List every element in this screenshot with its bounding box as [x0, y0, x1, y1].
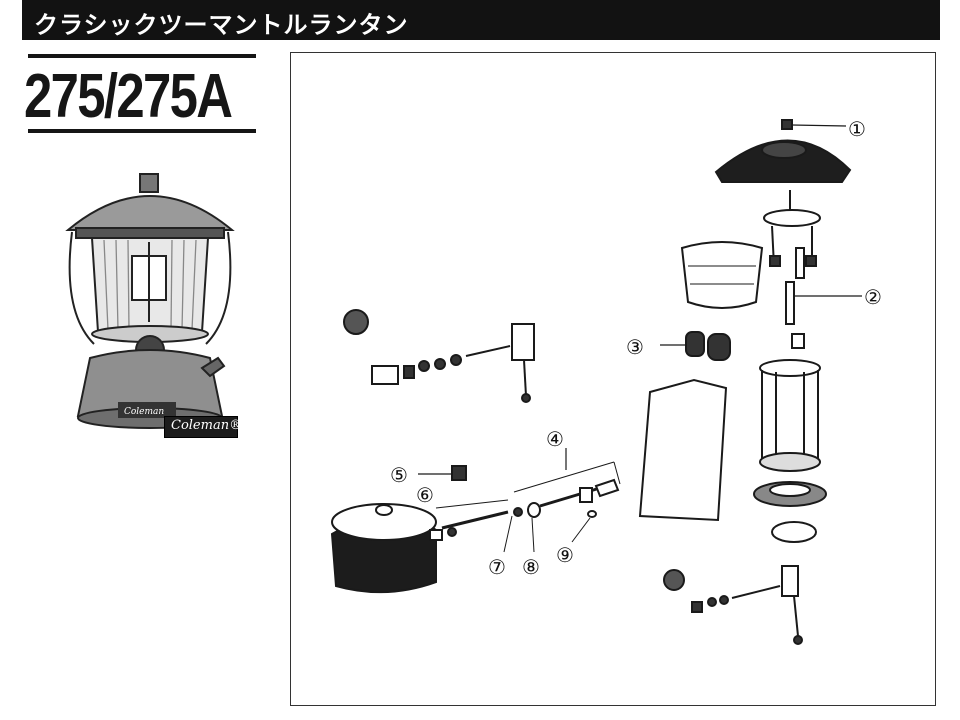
hood-nut: [139, 173, 159, 193]
brand-plate: Coleman: [118, 402, 176, 418]
part-leather-cup: [527, 502, 541, 518]
part-valve-upper-left: [343, 309, 535, 403]
part-pump-tube: [435, 499, 509, 537]
part-bail: [638, 378, 728, 522]
parts-diagram-frame: [290, 52, 936, 706]
part-o-ring: [587, 510, 597, 518]
part-ring: [771, 521, 817, 543]
model-rule-bottom: [28, 129, 256, 133]
lantern-hood: [65, 195, 235, 231]
callout-7: ⑦: [488, 555, 506, 579]
part-collar: [753, 481, 827, 507]
coleman-badge: Coleman®: [164, 416, 242, 438]
svg-text:Coleman: Coleman: [124, 407, 164, 417]
bail-left: [68, 231, 95, 345]
part-valve-lower-right: [663, 565, 803, 645]
callout-1: ①: [848, 117, 866, 141]
part-burner-nut: [791, 333, 805, 349]
model-rule-top: [28, 54, 256, 58]
callout-3: ③: [626, 335, 644, 359]
callout-8: ⑧: [522, 555, 540, 579]
callout-4: ④: [546, 427, 564, 451]
title-bar: クラシックツーマントルランタン: [22, 0, 940, 40]
bail-right: [205, 231, 232, 345]
part-washer: [513, 507, 523, 517]
callout-2: ②: [864, 285, 882, 309]
callout-9: ⑨: [556, 543, 574, 567]
part-hood: [714, 139, 852, 183]
part-pump-plunger: [513, 448, 621, 508]
part-generator: [785, 281, 862, 325]
coleman-badge-text: Coleman®: [171, 418, 243, 433]
part-globe: [680, 241, 764, 309]
callout-6: ⑥: [416, 483, 434, 507]
page-title: クラシックツーマントルランタン: [34, 11, 409, 39]
part-check-valve: [418, 465, 467, 481]
callout-5: ⑤: [390, 463, 408, 487]
part-fount: [330, 503, 443, 594]
lantern-illustration: Coleman: [65, 173, 235, 429]
part-mantles: [660, 331, 731, 361]
part-globe-frame: [759, 359, 821, 472]
part-frame-top: [763, 190, 821, 279]
model-number: 275/275A: [24, 62, 233, 131]
pump-knob: [200, 356, 226, 378]
part-ventilator-nut: [781, 119, 847, 130]
